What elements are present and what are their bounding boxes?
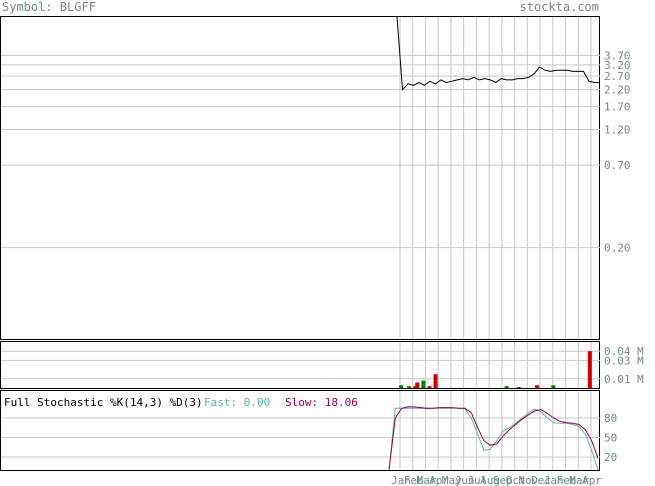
volume-grid xyxy=(1,350,600,380)
volume-axis-ticks: 0.04 M0.03 M 0.01 M xyxy=(604,345,644,386)
price-axis-ticks: 3.703.202.702.20 1.70 1.20 0.70 0.20 xyxy=(604,49,631,254)
x-axis-label: Jan xyxy=(544,474,564,486)
price-tick-label: 2.20 xyxy=(604,84,631,97)
x-axis-labels: JanFebMarAprMayJunJulAugSepOctNovDecJanF… xyxy=(391,474,602,486)
time-gridlines xyxy=(399,17,592,470)
stochastic-axis-ticks: 80 50 20 xyxy=(604,412,617,464)
x-axis-label: Nov xyxy=(518,474,538,486)
price-series xyxy=(396,16,600,91)
volume-tick-label: 0.01 M xyxy=(604,373,644,386)
x-axis-label: Feb xyxy=(557,474,577,486)
volume-bar xyxy=(407,386,412,388)
x-axis-label: Oct xyxy=(506,474,526,486)
stochastic-title: Full Stochastic %K(14,3) %D(3) xyxy=(4,396,203,409)
price-tick-label: 3.70 xyxy=(604,49,631,62)
x-axis-label: Jun xyxy=(455,474,475,486)
volume-bar xyxy=(413,386,418,388)
site-label: stockta.com xyxy=(520,0,599,14)
stochastic-slow-line xyxy=(388,406,599,471)
price-tick-label: 0.20 xyxy=(604,242,631,255)
x-axis-label: Sep xyxy=(493,474,513,486)
volume-bar xyxy=(399,385,404,388)
x-axis-label: Apr xyxy=(582,474,602,486)
price-tick-label: 1.70 xyxy=(604,101,631,114)
volume-bar xyxy=(415,382,420,388)
stochastic-tick-label: 80 xyxy=(604,412,617,425)
volume-bar xyxy=(421,380,426,388)
stochastic-slow-label: Slow: 18.06 xyxy=(285,396,358,409)
volume-tick-label: 0.04 M xyxy=(604,345,644,358)
symbol-label: Symbol: BLGFF xyxy=(2,0,96,14)
price-panel-frame xyxy=(0,16,600,340)
x-axis-label: Apr xyxy=(429,474,449,486)
price-tick-label: 2.70 xyxy=(604,70,631,83)
x-axis-label: Aug xyxy=(480,474,500,486)
price-tick-label: 1.20 xyxy=(604,124,631,137)
stochastic-fast-label: Fast: 0.00 xyxy=(204,396,270,409)
volume-bar xyxy=(516,387,521,388)
volume-bar xyxy=(504,386,509,388)
price-line xyxy=(396,16,600,91)
stochastic-tick-label: 50 xyxy=(604,432,617,445)
x-axis-label: Mar xyxy=(569,474,589,486)
price-grid xyxy=(1,54,600,249)
volume-tick-label: 0.03 M xyxy=(604,354,644,367)
price-tick-label: 3.20 xyxy=(604,59,631,72)
volume-bar xyxy=(433,374,438,388)
x-axis-label: May xyxy=(442,474,462,486)
stochastic-grid xyxy=(1,417,600,458)
x-axis-label: Jul xyxy=(467,474,487,486)
volume-bar xyxy=(427,386,432,388)
x-axis-label: Feb xyxy=(404,474,424,486)
volume-bars xyxy=(399,351,592,388)
x-axis-label: Dec xyxy=(531,474,551,486)
volume-bar xyxy=(587,351,592,388)
stochastic-panel-frame xyxy=(0,390,600,471)
volume-bar xyxy=(551,385,556,388)
volume-bar xyxy=(535,385,540,388)
x-axis-label: Mar xyxy=(416,474,436,486)
stochastic-tick-label: 20 xyxy=(604,451,617,464)
price-tick-label: 0.70 xyxy=(604,159,631,172)
stochastic-series xyxy=(388,406,599,471)
x-axis-label: Jan xyxy=(391,474,411,486)
volume-panel-frame xyxy=(0,341,600,389)
